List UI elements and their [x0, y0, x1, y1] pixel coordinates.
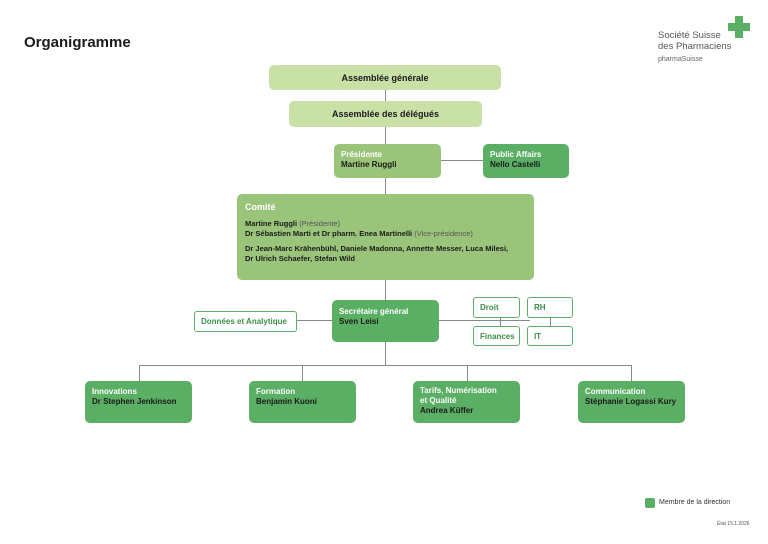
rh-box: RH	[527, 297, 573, 318]
comite-line2-role: (Vice-présidence)	[414, 229, 473, 238]
presidente-box: Présidente Martine Ruggli	[334, 144, 441, 178]
comite-line1-name: Martine Ruggli	[245, 219, 298, 228]
secretaire-general-name: Sven Leisi	[339, 317, 379, 326]
donnees-analytique-box: Données et Analytique	[194, 311, 297, 332]
dept-formation-name: Benjamin Kuoni	[256, 397, 317, 406]
logo-line2: des Pharmaciens	[658, 41, 732, 52]
assemblee-delegues-label: Assemblée des délégués	[331, 109, 440, 119]
connector-presidente-public-affairs	[441, 160, 483, 161]
connector-dept-1	[139, 365, 140, 381]
comite-line3: Dr Jean-Marc Krähenbühl, Daniele Madonna…	[245, 244, 526, 254]
page-title: Organigramme	[24, 34, 131, 51]
connector-departments-horizontal	[139, 365, 632, 366]
comite-line2-name: Dr Sébastien Marti et Dr pharm. Enea Mar…	[245, 229, 413, 238]
comite-line4-text: Dr Ulrich Schaefer, Stefan Wild	[245, 254, 355, 263]
presidente-name: Martine Ruggli	[341, 160, 397, 169]
droit-label: Droit	[480, 303, 499, 312]
public-affairs-box: Public Affairs Nello Castelli	[483, 144, 569, 178]
assemblee-delegues-box: Assemblée des délégués	[289, 101, 482, 127]
logo-line1: Société Suisse	[658, 30, 721, 41]
dept-innovations-title: Innovations	[92, 387, 137, 396]
comite-box: Comité Martine Ruggli (Présidente) Dr Sé…	[237, 194, 534, 280]
comite-line2: Dr Sébastien Marti et Dr pharm. Enea Mar…	[245, 229, 526, 239]
logo-text: Société Suisse des Pharmaciens	[658, 30, 731, 52]
presidente-title: Présidente	[341, 150, 382, 159]
connector-support-vertical-2	[550, 318, 551, 326]
connector-support-vertical	[500, 318, 501, 326]
pharmasuisse-cross-icon	[728, 16, 750, 38]
date-label: État 15.1.2026	[717, 521, 750, 527]
comite-line4: Dr Ulrich Schaefer, Stefan Wild	[245, 254, 526, 264]
public-affairs-title: Public Affairs	[490, 150, 542, 159]
dept-tarifs-title-2: et Qualité	[420, 396, 457, 405]
dept-tarifs-name: Andrea Küffer	[420, 406, 474, 415]
connector-dept-4	[631, 365, 632, 381]
dept-formation-box: Formation Benjamin Kuoni	[249, 381, 356, 423]
comite-line3-text: Dr Jean-Marc Krähenbühl, Daniele Madonna…	[245, 244, 509, 253]
rh-label: RH	[534, 303, 546, 312]
connector-dept-3	[467, 365, 468, 381]
finances-label: Finances	[480, 331, 515, 341]
donnees-analytique-label: Données et Analytique	[201, 317, 287, 326]
assemblee-generale-label: Assemblée générale	[341, 72, 429, 83]
legend-swatch	[645, 498, 655, 508]
assemblee-generale-box: Assemblée générale	[269, 65, 501, 90]
legend-label: Membre de la direction	[659, 499, 731, 506]
dept-tarifs-box: Tarifs, Numérisation et Qualité Andrea K…	[413, 381, 520, 423]
dept-tarifs-title-1: Tarifs, Numérisation	[420, 386, 497, 395]
dept-formation-title: Formation	[256, 387, 296, 396]
secretaire-general-title: Secrétaire général	[339, 307, 409, 316]
comite-line1: Martine Ruggli (Présidente)	[245, 219, 526, 229]
it-label: IT	[534, 331, 542, 341]
dept-innovations-name: Dr Stephen Jenkinson	[92, 397, 177, 406]
dept-innovations-box: Innovations Dr Stephen Jenkinson	[85, 381, 192, 423]
dept-communication-name: Stéphanie Logassi Kury	[585, 397, 677, 406]
public-affairs-name: Nello Castelli	[490, 160, 541, 169]
comite-line1-role: (Présidente)	[299, 219, 341, 228]
dept-communication-title: Communication	[585, 387, 646, 396]
dept-communication-box: Communication Stéphanie Logassi Kury	[578, 381, 685, 423]
connector-dept-2	[302, 365, 303, 381]
logo-subtitle: pharmaSuisse	[658, 56, 703, 63]
it-box: IT	[527, 326, 573, 346]
finances-box: Finances	[473, 326, 520, 346]
comite-title: Comité	[245, 202, 276, 212]
droit-box: Droit	[473, 297, 520, 318]
secretaire-general-box: Secrétaire général Sven Leisi	[332, 300, 439, 342]
